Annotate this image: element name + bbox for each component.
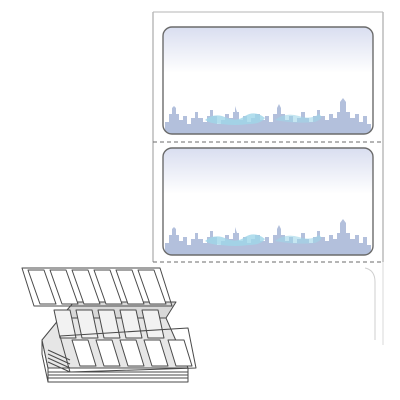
fanfold-stack-icon bbox=[21, 267, 197, 383]
skyline-label-icon bbox=[162, 26, 374, 135]
backing-continuation bbox=[364, 267, 376, 340]
skyline-label-icon bbox=[162, 147, 374, 256]
